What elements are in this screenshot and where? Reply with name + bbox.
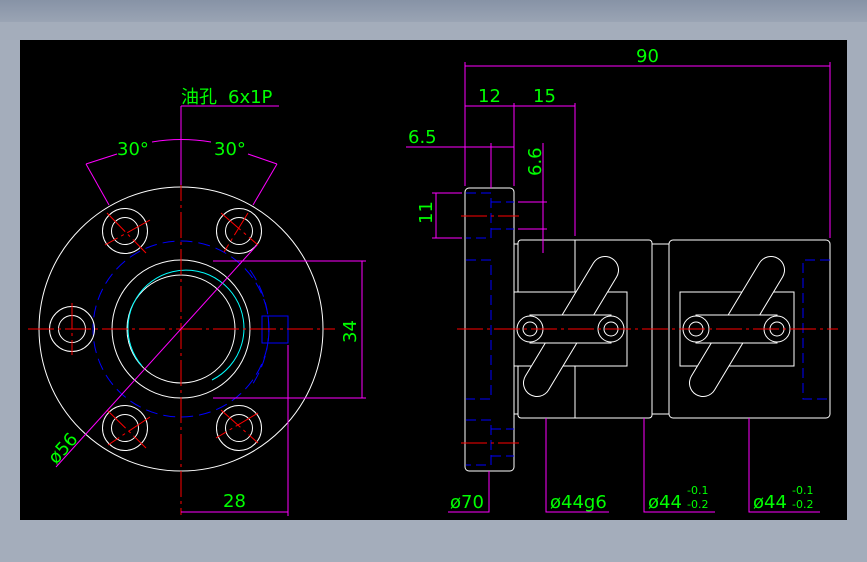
dim-28: 28 (223, 491, 246, 512)
dim-90: 90 (636, 46, 659, 67)
thread-arc (127, 269, 245, 381)
dia-44-a: ø44 (648, 492, 682, 513)
front-dimensions (55, 105, 366, 516)
dia-70: ø70 (450, 492, 484, 513)
dim-12: 12 (478, 86, 501, 107)
window-top-bar (0, 0, 867, 22)
tol-upper-b: -0.1 (792, 484, 813, 497)
tol-lower-a: -0.2 (687, 498, 708, 511)
dia-44g6: ø44g6 (550, 492, 607, 513)
oil-hole-thread: 6x1P (228, 87, 273, 108)
dim-6-5: 6.5 (408, 127, 437, 148)
dim-11: 11 (416, 201, 437, 224)
angle-right-label: 30° (214, 139, 246, 160)
side-centerlines (457, 215, 838, 444)
bolt-hole (102, 208, 148, 254)
angle-left-label: 30° (117, 139, 149, 160)
oil-hole-label: 油孔 (181, 87, 217, 108)
bolt-hole (216, 405, 262, 451)
dim-34: 34 (340, 320, 361, 343)
bolt-hole (102, 405, 148, 451)
side-dimensions (406, 62, 831, 513)
side-view: 90 12 15 6.5 6.6 11 ø70 ø44g6 ø44 -0.1 -… (406, 46, 838, 513)
bolt-hole (216, 208, 262, 254)
drawing-area[interactable] (20, 40, 847, 520)
dim-15: 15 (533, 86, 556, 107)
dim-6-6: 6.6 (525, 147, 546, 176)
dia-44-b: ø44 (753, 492, 787, 513)
tol-upper-a: -0.1 (687, 484, 708, 497)
tol-lower-b: -0.2 (792, 498, 813, 511)
